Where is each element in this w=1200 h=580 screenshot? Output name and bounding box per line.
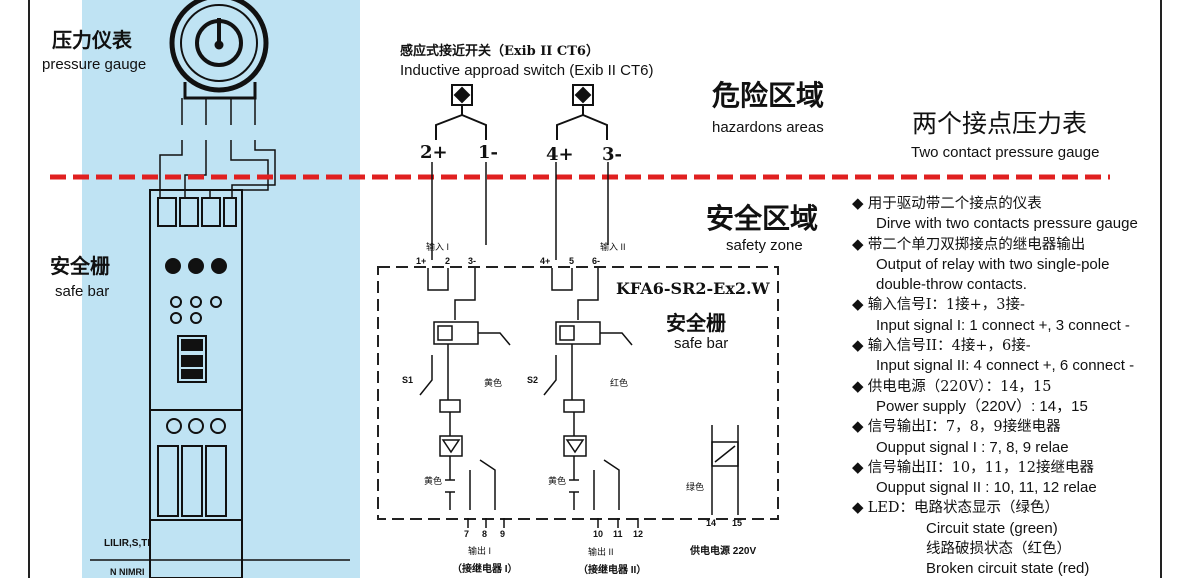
bottom-term-10: 10 (593, 529, 604, 539)
gauge-title-cn: 两个接点压力表 (912, 109, 1088, 138)
module-model: KFA6-SR2-Ex2.W (616, 279, 770, 298)
output-1-label: 输出 I (468, 546, 492, 556)
led-item: ◆ LED：电路状态显示（绿色） (852, 499, 1060, 517)
top-term-4: 4+ (540, 256, 551, 266)
led-label: LED：电路状态显示（绿色） (867, 500, 1060, 517)
top-term-6: 6- (592, 256, 601, 266)
s2-label: S2 (527, 375, 539, 385)
note-en: Dirve with two contacts pressure gauge (876, 215, 1138, 233)
note-cn: 信号输出II：10，11，12接继电器 (867, 459, 1095, 476)
note-cn: 供电电源（220V）：14，15 (867, 378, 1052, 395)
note-item: ◆ 用于驱动带二个接点的仪表 (852, 195, 1042, 212)
color-yellow-1: 黄色 (484, 378, 503, 388)
blue-band (82, 0, 360, 578)
note-en: Oupput signal I : 7, 8, 9 relae (876, 438, 1069, 456)
led-line: 线路破损状态（红色） (926, 541, 1071, 558)
bottom-label: N NIMRI (110, 567, 145, 577)
led-line: Circuit state (green) (926, 519, 1058, 537)
input-1-label: 输入 I (426, 242, 450, 252)
frame-left (28, 0, 30, 578)
switch-title-en: Inductive approad switch (Exib II CT6) (400, 62, 654, 79)
safe-zone-en: safety zone (726, 237, 803, 254)
terminal-2plus: 2+ (420, 142, 448, 163)
power-term-15: 15 (732, 518, 743, 528)
output-1-sub: （接继电器 I） (452, 564, 518, 575)
channel-2-circuit (543, 268, 633, 510)
note-cn: 信号输出I：7，8，9接继电器 (867, 419, 1061, 436)
safebar-label-en: safe bar (55, 283, 110, 300)
power-term-14: 14 (706, 518, 717, 528)
hazard-zone-en: hazardons areas (712, 119, 824, 136)
note-item: ◆ 输入信号II：4接+，6接- (852, 337, 1031, 355)
note-en: double-throw contacts. (876, 276, 1027, 294)
hazard-zone-cn: 危险区域 (712, 79, 825, 112)
power-supply-block (711, 425, 739, 515)
output-2-label: 输出 II (588, 547, 614, 557)
module-en: safe bar (674, 335, 729, 352)
switch-title-cn: 感应式接近开关（Exib II CT6） (400, 44, 599, 59)
note-item: ◆ 信号输出I：7，8，9接继电器 (852, 418, 1061, 436)
bottom-term-8: 8 (482, 529, 488, 539)
top-term-5: 5 (569, 256, 575, 266)
note-cn: 带二个单刀双掷接点的继电器输出 (867, 236, 1086, 253)
gauge-label-en: pressure gauge (42, 56, 147, 73)
kfa6-module-box (377, 266, 779, 520)
note-cn: 输入信号II：4接+，6接- (867, 338, 1031, 355)
safebar-label-cn: 安全栅 (50, 254, 110, 278)
s1-label: S1 (402, 375, 414, 385)
pressure-gauge-icon (169, 0, 269, 100)
bottom-term-12: 12 (633, 529, 644, 539)
note-cn: 输入信号I：1接+，3接- (867, 297, 1025, 314)
note-en: Output of relay with two single-pole (876, 255, 1110, 273)
note-en: Oupput signal II : 10, 11, 12 relae (876, 479, 1097, 497)
top-term-1: 1+ (416, 256, 427, 266)
note-item: ◆ 供电电源（220V）：14，15 (852, 377, 1052, 395)
bottom-term-9: 9 (500, 529, 506, 539)
input-2-label: 输入 II (600, 242, 626, 252)
safe-bar-device (149, 189, 243, 578)
top-term-3: 3- (468, 256, 477, 266)
bottom-term-7: 7 (464, 529, 470, 539)
led-line: Broken circuit state (red) (926, 560, 1090, 578)
note-item: ◆ 输入信号I：1接+，3接- (852, 296, 1025, 314)
terminal-4plus: 4+ (546, 144, 574, 165)
terminal-1minus: 1- (478, 142, 498, 163)
channel-1-circuit (419, 268, 511, 510)
note-cn: 用于驱动带二个接点的仪表 (867, 196, 1042, 212)
color-red-1: 红色 (610, 378, 629, 388)
output-2-sub: （接继电器 II） (578, 565, 647, 576)
gauge-label-cn: 压力仪表 (52, 28, 132, 52)
note-item: ◆ 带二个单刀双掷接点的继电器输出 (852, 235, 1086, 253)
note-en: Input signal II: 4 connect +, 6 connect … (876, 357, 1135, 375)
gauge-title-en: Two contact pressure gauge (911, 144, 1100, 161)
bottom-term-11: 11 (613, 529, 623, 539)
note-en: Input signal I: 1 connect +, 3 connect - (876, 316, 1130, 334)
module-cn: 安全栅 (666, 311, 726, 335)
notes-list: ◆ 用于驱动带二个接点的仪表 Dirve with two contacts p… (852, 194, 1160, 580)
frame-right (1160, 0, 1162, 578)
power-label: 供电电源 220V (690, 546, 757, 557)
note-en: Power supply（220V）: 14，15 (876, 397, 1088, 415)
proximity-switch-icons (435, 84, 608, 140)
device-label: LILIR,S,TI (104, 538, 151, 549)
terminal-3minus: 3- (602, 144, 622, 165)
color-green: 绿色 (686, 482, 705, 492)
top-term-2: 2 (445, 256, 451, 266)
color-yellow-3: 黄色 (548, 476, 567, 486)
note-item: ◆ 信号输出II：10，11，12接继电器 (852, 458, 1095, 476)
safe-zone-cn: 安全区域 (706, 202, 819, 235)
color-yellow-2: 黄色 (424, 476, 443, 486)
